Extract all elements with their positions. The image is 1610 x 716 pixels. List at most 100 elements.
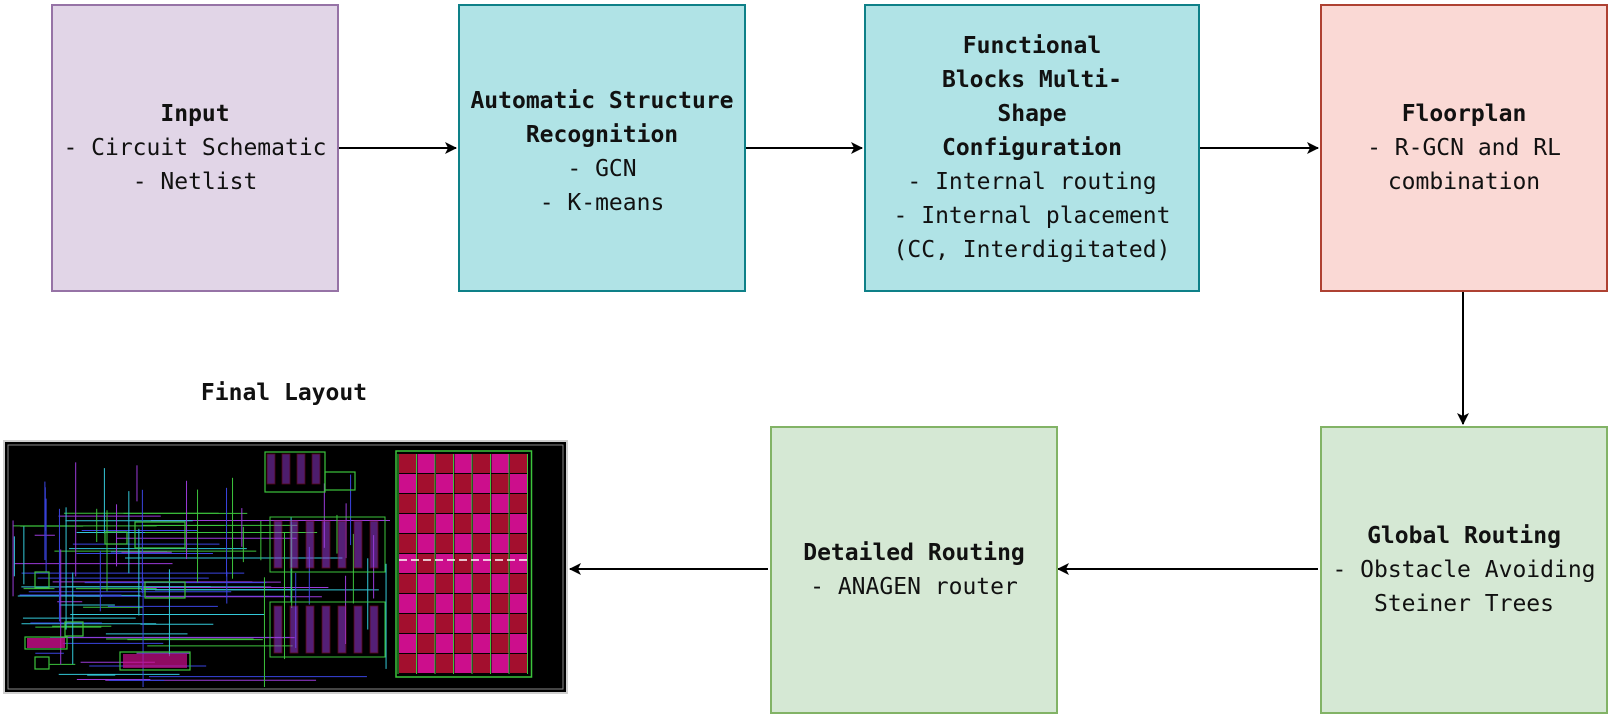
functional-blocks-box-title: Functional Blocks Multi-Shape Configurat… [941, 33, 1122, 161]
global-routing-box-line: - Obstacle Avoiding [1332, 557, 1596, 583]
layout-capacitor-cell [399, 574, 417, 593]
global-routing-box: Global Routing - Obstacle Avoiding Stein… [1320, 426, 1608, 714]
layout-capacitor-cell [399, 634, 417, 653]
layout-capacitor-cell [436, 534, 454, 553]
layout-capacitor-cell [454, 534, 472, 553]
layout-capacitor-cell [417, 514, 435, 533]
layout-transistor-array [269, 516, 386, 573]
layout-capacitor-cell [417, 494, 435, 513]
layout-capacitor-cell [417, 454, 435, 473]
layout-transistor-finger [321, 605, 331, 654]
layout-transistor-finger [311, 453, 321, 485]
layout-cell-block [324, 471, 356, 491]
layout-capacitor-cell [454, 474, 472, 493]
layout-capacitor-cell [454, 554, 472, 573]
layout-capacitor-cell [399, 614, 417, 633]
functional-blocks-box-line: - Internal placement [893, 203, 1171, 229]
layout-capacitor-cell [454, 614, 472, 633]
layout-capacitor-cell [417, 614, 435, 633]
layout-capacitor-cell [491, 594, 509, 613]
layout-capacitor-cell [491, 614, 509, 633]
layout-capacitor-cell [473, 514, 491, 533]
layout-left-routing-region [12, 451, 390, 687]
floorplan-box-line: combination [1387, 169, 1541, 195]
floorplan-box-line: - R-GCN and RL [1367, 135, 1561, 161]
layout-capacitor-cell [399, 514, 417, 533]
layout-capacitor-cell [491, 494, 509, 513]
layout-cell-block [34, 571, 50, 589]
layout-capacitor-cell [510, 654, 528, 673]
input-box: Input - Circuit Schematic - Netlist [51, 4, 339, 292]
layout-transistor-finger [353, 605, 363, 654]
input-box-title: Input [160, 101, 230, 127]
layout-transistor-finger [289, 520, 299, 569]
layout-transistor-array [269, 601, 386, 658]
recognition-box-line: - K-means [539, 190, 665, 216]
layout-capacitor-cell [473, 494, 491, 513]
layout-capacitor-cell [510, 514, 528, 533]
recognition-box: Automatic Structure Recognition - GCN - … [458, 4, 746, 292]
layout-capacitor-cell [491, 474, 509, 493]
layout-transistor-finger [289, 605, 299, 654]
layout-cell-block [64, 621, 84, 637]
layout-capacitor-cell [510, 574, 528, 593]
layout-transistor-finger [369, 520, 379, 569]
layout-capacitor-cell [491, 634, 509, 653]
functional-blocks-box-line: (CC, Interdigitated) [893, 237, 1171, 263]
layout-capacitor-cell [436, 494, 454, 513]
layout-transistor-finger [321, 520, 331, 569]
layout-capacitor-cell [510, 454, 528, 473]
layout-transistor-finger [281, 453, 291, 485]
layout-capacitor-cell [510, 494, 528, 513]
layout-capacitor-cell [491, 534, 509, 553]
layout-capacitor-cell [454, 454, 472, 473]
input-box-line: - Netlist [132, 169, 258, 195]
layout-capacitor-cell [491, 514, 509, 533]
layout-capacitor-cell [473, 554, 491, 573]
layout-capacitor-cell [436, 574, 454, 593]
detailed-routing-box-title: Detailed Routing [803, 540, 1025, 566]
layout-capacitor-cell [399, 474, 417, 493]
layout-capacitor-cell [454, 494, 472, 513]
layout-transistor-finger [273, 520, 283, 569]
layout-transistor-finger [337, 520, 347, 569]
layout-capacitor-cell [473, 634, 491, 653]
layout-capacitor-cell [473, 534, 491, 553]
final-layout-drawing [5, 442, 566, 692]
layout-capacitor-cell [454, 574, 472, 593]
layout-capacitor-cell [473, 594, 491, 613]
layout-capacitor-cell [491, 554, 509, 573]
final-layout-image [3, 440, 568, 694]
layout-cell-block [123, 654, 187, 668]
global-routing-box-line: Steiner Trees [1373, 591, 1554, 617]
layout-transistor-finger [296, 453, 306, 485]
layout-transistor-finger [305, 520, 315, 569]
layout-capacitor-cell [417, 534, 435, 553]
layout-capacitor-cell [454, 594, 472, 613]
layout-capacitor-cell [491, 654, 509, 673]
layout-capacitor-cell [436, 614, 454, 633]
global-routing-box-title: Global Routing [1367, 523, 1561, 549]
layout-cell-block [134, 521, 186, 549]
layout-capacitor-array [395, 450, 533, 678]
functional-blocks-box-line: - Internal routing [907, 169, 1157, 195]
layout-capacitor-cell [436, 634, 454, 653]
layout-capacitor-cell [399, 454, 417, 473]
layout-transistor-finger [353, 520, 363, 569]
layout-capacitor-cell [436, 474, 454, 493]
layout-cell-block [27, 638, 65, 648]
final-layout-title: Final Layout [200, 380, 368, 406]
layout-capacitor-cell [491, 574, 509, 593]
layout-capacitor-cell [399, 494, 417, 513]
layout-cell-block [34, 656, 50, 670]
layout-capacitor-cell [417, 634, 435, 653]
layout-capacitor-cell [399, 554, 417, 573]
layout-capacitor-cell [510, 474, 528, 493]
layout-capacitor-cell [436, 454, 454, 473]
functional-blocks-box: Functional Blocks Multi-Shape Configurat… [864, 4, 1200, 292]
layout-transistor-finger [337, 605, 347, 654]
layout-transistor-finger [273, 605, 283, 654]
layout-capacitor-cell [417, 594, 435, 613]
layout-capacitor-cell [510, 614, 528, 633]
detailed-routing-box-line: - ANAGEN router [810, 574, 1018, 600]
